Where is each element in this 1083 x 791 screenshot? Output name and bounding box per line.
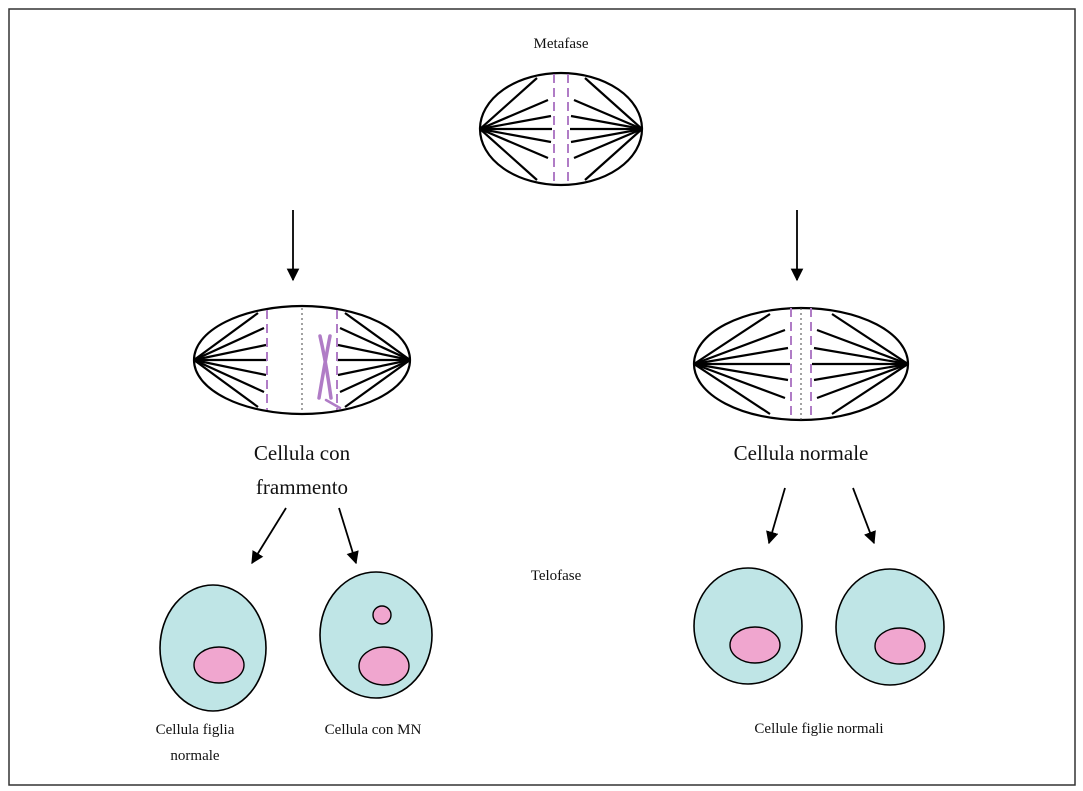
arrow-to-normal-daughter: [252, 508, 286, 563]
normal-daughter-label-line2: normale: [170, 748, 219, 764]
arrow-to-right-daughter-1: [769, 488, 785, 543]
normal-cell-label: Cellula normale: [734, 441, 869, 465]
fragment-cell-label-line1: Cellula con: [254, 441, 351, 465]
nucleus: [875, 628, 925, 664]
cytoplasm: [694, 568, 802, 684]
metaphase-label: Metafase: [534, 36, 589, 52]
arrow-to-right-daughter-2: [853, 488, 874, 543]
metaphase-cell: [480, 73, 642, 186]
normal-daughters-label: Cellule figlie normali: [754, 721, 883, 737]
nucleus: [730, 627, 780, 663]
normal-anaphase-cell: [694, 308, 908, 420]
normal-daughter-cell-right-1: [694, 568, 802, 684]
fragment-anaphase-cell: [194, 306, 410, 414]
nucleus: [359, 647, 409, 685]
metaphase-spindle-fibers: [480, 78, 642, 180]
fragment-cell-label-line2: frammento: [256, 475, 348, 499]
metaphase-chromosomes: [554, 74, 568, 186]
arrow-to-mn-cell: [339, 508, 356, 563]
nucleus: [194, 647, 244, 683]
mn-cell-label: Cellula con MN: [325, 722, 422, 738]
telophase-label: Telofase: [531, 568, 582, 584]
normal-daughter-cell: [160, 585, 266, 711]
normal-daughter-label-line1: Cellula figlia: [156, 722, 235, 738]
micronucleus: [373, 606, 391, 624]
daughter-cell-with-micronucleus: [320, 572, 432, 698]
cytoplasm: [836, 569, 944, 685]
normal-daughter-cell-right-2: [836, 569, 944, 685]
